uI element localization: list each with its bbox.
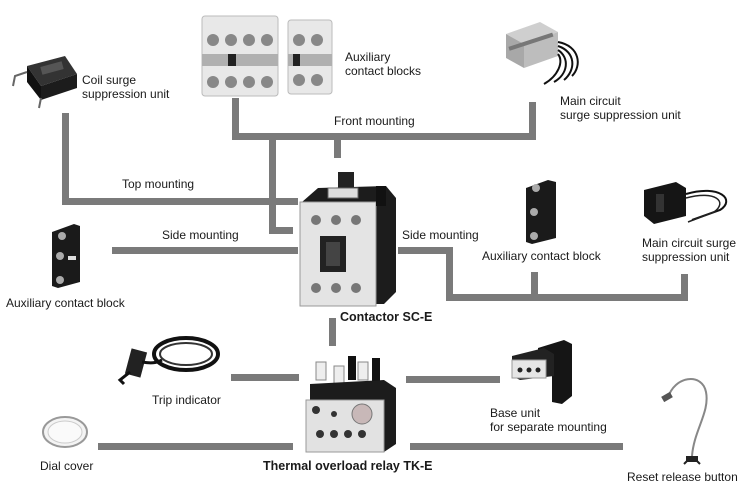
coil-surge-suppression-unit-label: Coil surge suppression unit <box>82 73 170 101</box>
connector-line <box>406 376 500 383</box>
dial-cover-label: Dial cover <box>40 459 94 473</box>
connector-line <box>231 374 299 381</box>
connector-line <box>269 138 276 234</box>
connector-line <box>62 113 69 205</box>
connector-line <box>232 133 536 140</box>
base-unit-image <box>511 340 572 404</box>
connector-line <box>62 198 298 205</box>
connector-line <box>446 247 453 301</box>
connector-line <box>410 443 623 450</box>
side-mounting-right-label: Side mounting <box>402 228 479 242</box>
reset-release-button-label: Reset release button <box>627 470 738 484</box>
front-mounting-label: Front mounting <box>334 114 415 128</box>
coil-surge-suppression-unit-image <box>12 56 77 109</box>
trip-indicator-image <box>117 336 220 386</box>
auxiliary-contact-block-left-label: Auxiliary contact block <box>6 296 125 310</box>
contactor-sc-e-label: Contactor SC-E <box>340 310 433 324</box>
auxiliary-contact-blocks-image <box>201 15 333 97</box>
main-circuit-surge-suppression-unit-right-image <box>644 182 728 224</box>
dial-cover-image <box>42 416 88 448</box>
auxiliary-contact-blocks-label: Auxiliary contact blocks <box>345 50 422 78</box>
contactor-sc-e-image <box>299 172 396 307</box>
auxiliary-contact-block-left-image <box>52 224 80 288</box>
connector-line <box>529 102 536 140</box>
connector-line <box>334 138 341 158</box>
connector-line <box>681 274 688 300</box>
auxiliary-contact-block-right-image <box>526 180 556 244</box>
connector-line <box>398 247 452 254</box>
thermal-overload-relay-tk-e-label: Thermal overload relay TK-E <box>263 459 433 473</box>
main-circuit-surge-suppression-unit-image <box>506 22 579 85</box>
main-circuit-surge-suppression-unit-right-label: Main circuit surge suppression unit <box>642 236 737 264</box>
thermal-overload-relay-tk-e-image <box>305 356 396 453</box>
base-unit-label: Base unit for separate mounting <box>490 406 607 434</box>
reset-release-button-image <box>661 378 708 465</box>
connector-line <box>531 272 538 298</box>
trip-indicator-label: Trip indicator <box>152 393 221 407</box>
connector-line <box>269 227 293 234</box>
connector-line <box>446 294 688 301</box>
connector-line <box>329 318 336 346</box>
connector-line <box>232 98 239 140</box>
connector-line <box>98 443 293 450</box>
main-circuit-surge-suppression-unit-label: Main circuit surge suppression unit <box>560 94 681 122</box>
side-mounting-left-label: Side mounting <box>162 228 239 242</box>
auxiliary-contact-block-right-label: Auxiliary contact block <box>482 249 601 263</box>
connector-line <box>112 247 298 254</box>
top-mounting-label: Top mounting <box>122 177 195 191</box>
